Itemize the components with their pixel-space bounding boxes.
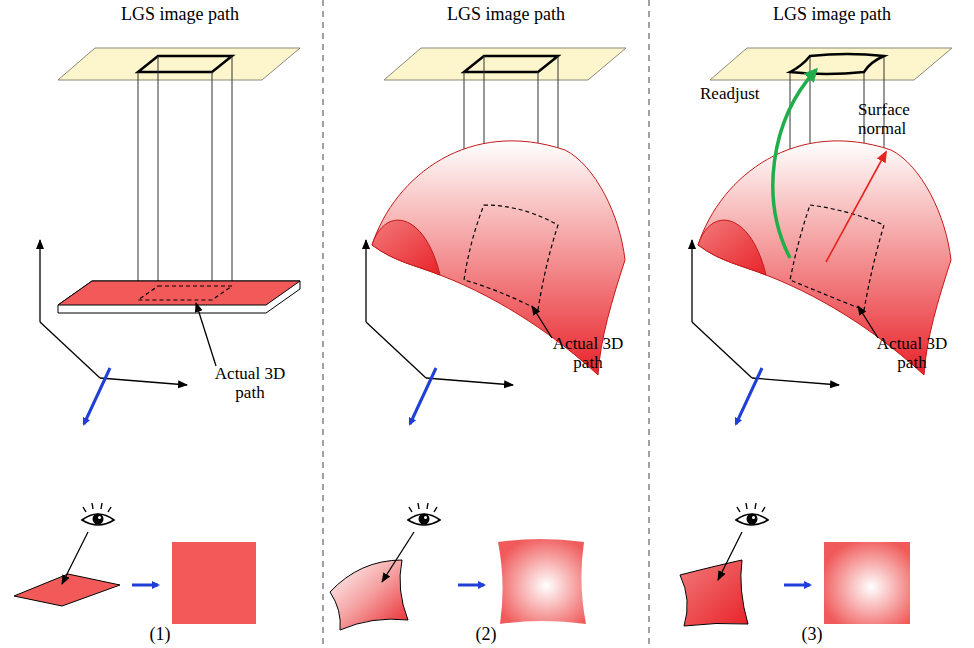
panel-number: (3) — [792, 624, 832, 644]
panel-number: (1) — [140, 624, 180, 644]
plane-heading: LGS image path — [421, 4, 591, 24]
path-label: Actual 3D path — [212, 364, 288, 402]
arrow-label: Readjust — [700, 84, 780, 103]
panel-two — [330, 48, 626, 630]
panel-one — [14, 48, 300, 624]
plane-heading: LGS image path — [747, 4, 917, 24]
panel-number: (2) — [466, 624, 506, 644]
panel-three — [680, 48, 952, 626]
arrow-label: Surface normal — [858, 100, 934, 138]
plane-heading: LGS image path — [95, 4, 265, 24]
panel-divider — [323, 0, 649, 648]
path-label: Actual 3D path — [874, 334, 950, 372]
path-label: Actual 3D path — [550, 334, 626, 372]
